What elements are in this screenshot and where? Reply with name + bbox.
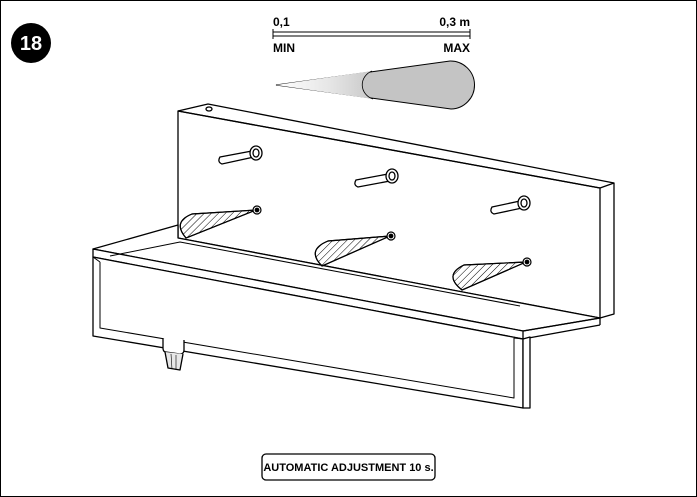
tap-right — [490, 195, 531, 215]
tap-left — [218, 145, 263, 165]
scale-max-value: 0,3 m — [439, 15, 470, 29]
scale-min-value: 0,1 — [273, 15, 290, 29]
figure-number-badge: 18 — [11, 23, 51, 63]
sensor-right — [452, 257, 532, 291]
wash-trough-illustration — [92, 103, 615, 409]
scale-min-label: MIN — [273, 41, 295, 55]
detection-beam-icon — [275, 60, 475, 110]
sensor-left — [179, 205, 262, 239]
caption-text: AUTOMATIC ADJUSTMENT 10 s. — [263, 462, 433, 474]
tap-middle — [354, 168, 399, 188]
scale-max-label: MAX — [443, 41, 470, 55]
sensor-middle — [314, 231, 396, 267]
figure-number: 18 — [20, 33, 42, 55]
range-scale: 0,1 0,3 m MIN MAX — [272, 15, 471, 55]
caption-box: AUTOMATIC ADJUSTMENT 10 s. — [261, 453, 436, 481]
